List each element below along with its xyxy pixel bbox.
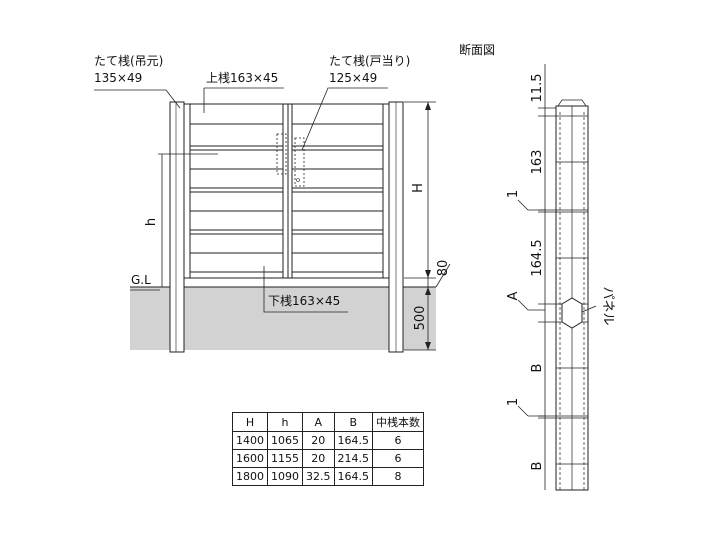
hinge-post — [169, 101, 185, 353]
label-gl: G.L — [131, 273, 151, 287]
sec-dim-163: 163 — [530, 150, 545, 175]
sec-dim-1-mid: 1 — [506, 398, 521, 406]
dim-80: 80 — [436, 260, 451, 277]
label-bottom-rail: 下桟163×45 — [268, 294, 340, 308]
table-header-cell: 中桟本数 — [372, 412, 424, 432]
table-header-cell: A — [302, 412, 335, 432]
table-row: 1400 1065 20 164.5 6 — [232, 431, 424, 450]
table-cell: 1600 — [232, 449, 268, 468]
label-hinge-post: たて桟(吊元) — [94, 54, 163, 68]
gate-frame — [183, 103, 390, 279]
table-cell: 164.5 — [333, 431, 373, 450]
table-cell: 1155 — [267, 449, 303, 468]
sec-panel-label: パネル — [600, 286, 615, 325]
table-header-cell: h — [267, 412, 303, 432]
label-latch-post: たて桟(戸当り) — [329, 54, 410, 68]
label-top-rail: 上桟163×45 — [206, 71, 278, 85]
dim-h-upper: H — [411, 183, 426, 193]
table-row: 1800 1090 32.5 164.5 8 — [232, 467, 424, 486]
table-cell: 20 — [302, 431, 335, 450]
panel-clip — [561, 297, 583, 329]
label-hinge-post-size: 135×49 — [94, 71, 142, 85]
table-cell: 6 — [372, 431, 424, 450]
table-cell: 1090 — [267, 467, 303, 486]
leader-bottom-rail — [263, 266, 348, 313]
dim-h-lower: h — [144, 218, 159, 226]
table-cell: 32.5 — [302, 467, 335, 486]
table-cell: 20 — [302, 449, 335, 468]
latch-dashed-right — [294, 137, 305, 187]
sec-dim-B-upper: B — [530, 364, 545, 373]
leader-latch-post — [301, 87, 388, 151]
dim-500: 500 — [413, 306, 428, 331]
label-latch-post-size: 125×49 — [329, 71, 377, 85]
spec-table: H h A B 中桟本数 1400 1065 20 164.5 6 1600 1… — [232, 412, 424, 486]
section-title: 断面図 — [459, 42, 495, 57]
table-header-cell: B — [333, 412, 373, 432]
sec-dim-115: 11.5 — [530, 74, 545, 103]
table-row: 1600 1155 20 214.5 6 — [232, 449, 424, 468]
leader-hinge-post — [94, 89, 181, 109]
sec-dim-1-top: 1 — [506, 190, 521, 198]
table-cell: 164.5 — [333, 467, 373, 486]
table-cell: 1800 — [232, 467, 268, 486]
sec-dim-B-lower: B — [530, 462, 545, 471]
table-cell: 6 — [372, 449, 424, 468]
table-cell: 8 — [372, 467, 424, 486]
latch-dashed-left — [276, 133, 287, 175]
sec-dim-A: A — [506, 291, 521, 300]
sec-dim-1645: 164.5 — [530, 239, 545, 276]
table-cell: 1065 — [267, 431, 303, 450]
table-header-row: H h A B 中桟本数 — [232, 412, 424, 432]
table-header-cell: H — [232, 412, 268, 432]
table-cell: 1400 — [232, 431, 268, 450]
table-cell: 214.5 — [333, 449, 373, 468]
gate-rails — [190, 123, 383, 273]
